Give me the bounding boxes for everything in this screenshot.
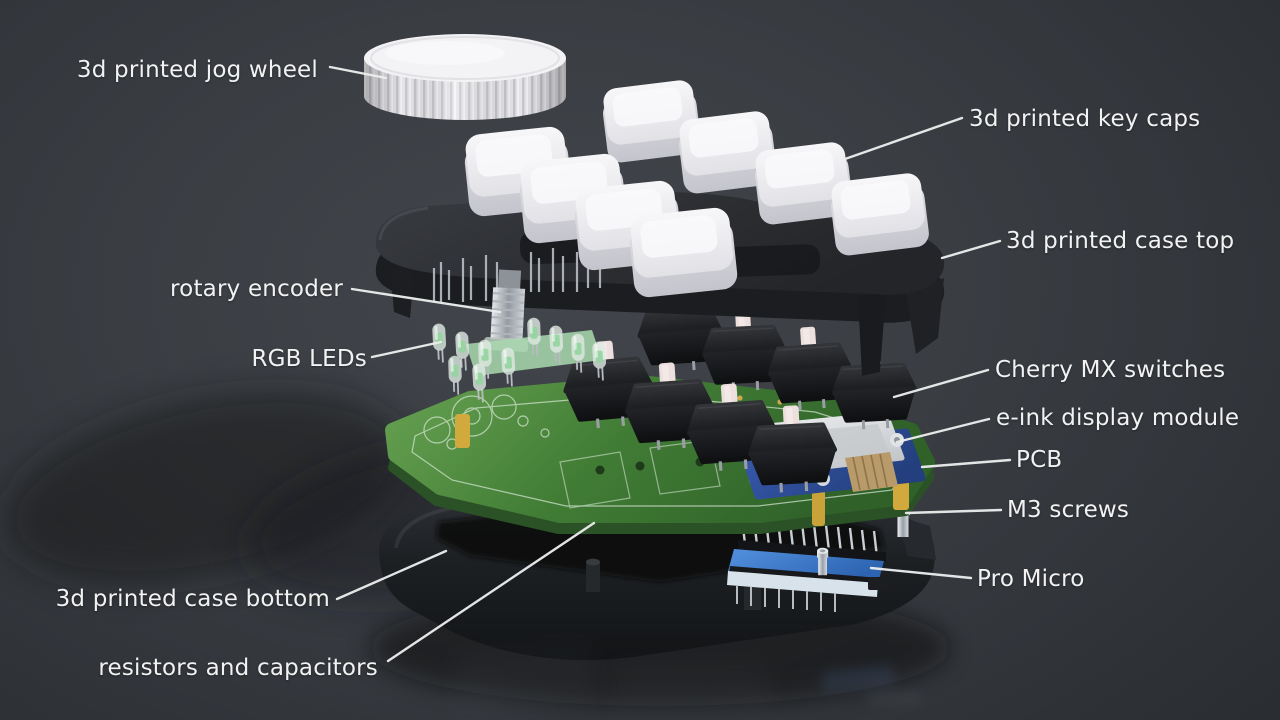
label-key-caps: 3d printed key caps <box>969 106 1201 132</box>
leader-line <box>335 549 448 601</box>
leader-line <box>386 521 596 663</box>
label-pro-micro: Pro Micro <box>977 566 1085 592</box>
standoff <box>812 490 825 526</box>
leader-line <box>895 417 991 444</box>
leader-line <box>940 239 1002 260</box>
label-cherry-mx-switches: Cherry MX switches <box>995 357 1226 383</box>
leader-line <box>892 368 990 399</box>
leader-line <box>904 508 1003 515</box>
leader-line <box>350 287 502 314</box>
leader-line <box>869 566 973 580</box>
standoff <box>455 414 470 448</box>
m3-screw-icon <box>817 547 829 576</box>
leader-line <box>370 340 443 359</box>
led-encoder-cluster <box>432 248 608 403</box>
pro-micro-pins-down <box>736 586 836 612</box>
label-rgb-leds: RGB LEDs <box>251 346 367 372</box>
leader-line <box>328 65 388 80</box>
label-jog-wheel: 3d printed jog wheel <box>76 57 318 83</box>
leader-line <box>920 458 1012 469</box>
label-case-bottom: 3d printed case bottom <box>55 586 330 612</box>
pro-micro-part <box>727 517 890 612</box>
label-case-top: 3d printed case top <box>1006 228 1235 254</box>
label-eink-display: e-ink display module <box>996 405 1240 431</box>
label-resistors-capacitors: resistors and capacitors <box>98 655 378 681</box>
jog-wheel-part <box>364 34 566 120</box>
ribbon-cable <box>845 452 898 492</box>
label-rotary-encoder: rotary encoder <box>170 276 343 302</box>
label-pcb: PCB <box>1016 447 1063 473</box>
floor-reflections <box>821 664 920 704</box>
leader-line <box>843 116 964 161</box>
header-pins <box>432 248 602 302</box>
leader-lines <box>328 65 1012 663</box>
label-m3-screws: M3 screws <box>1007 497 1130 523</box>
